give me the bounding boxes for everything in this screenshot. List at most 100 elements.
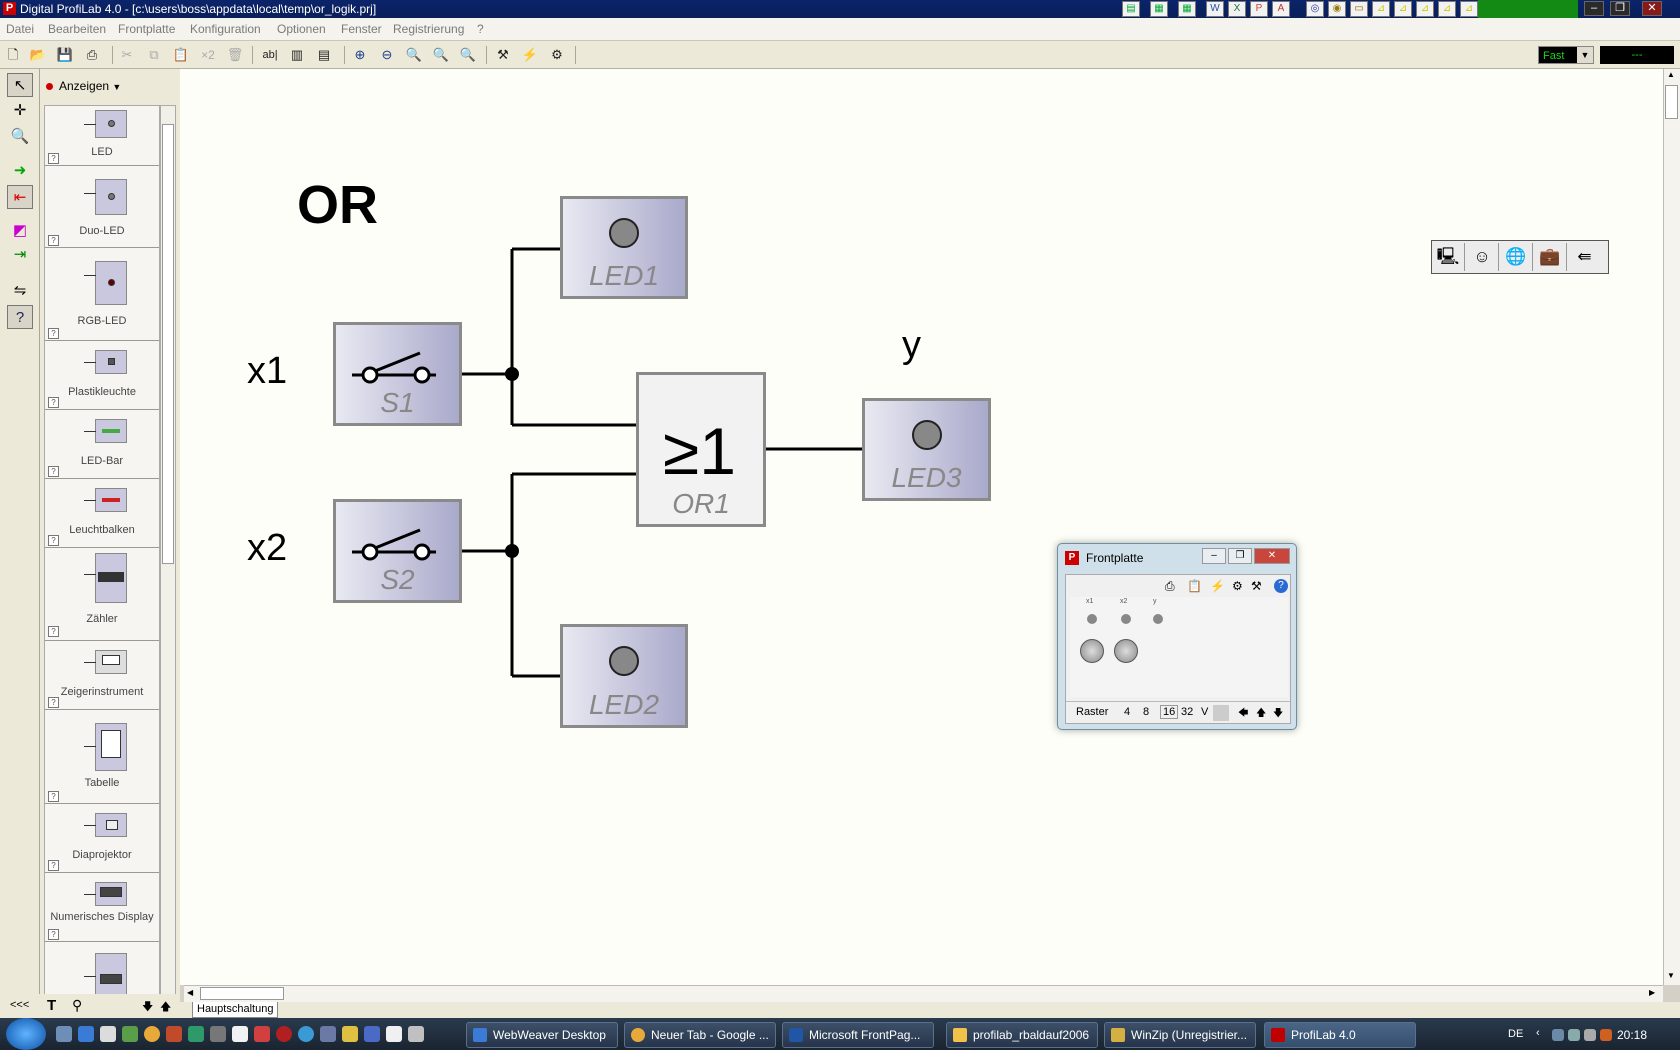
tray-folder-icon[interactable]: ⊿	[1416, 1, 1434, 17]
save-icon[interactable]: 💾	[56, 47, 74, 62]
duplicate-icon[interactable]: ×2	[201, 48, 215, 62]
arrow-up-icon[interactable]: 🡅	[1256, 708, 1267, 719]
scrollbar-thumb[interactable]	[200, 987, 284, 1000]
zoom-in-icon[interactable]: ⊕	[354, 47, 366, 62]
quicklaunch-icon[interactable]	[210, 1026, 226, 1042]
switch-s2-component[interactable]: S2	[333, 499, 462, 603]
monitor-icon[interactable]: 🖳	[1432, 243, 1465, 271]
briefcase-icon[interactable]: 💼	[1534, 243, 1567, 271]
grid-icon[interactable]: ▥	[290, 47, 304, 62]
taskbar-button-profilab[interactable]: ProfiLab 4.0	[1264, 1022, 1416, 1048]
palette-item-zaehler[interactable]: Zähler ?	[45, 549, 159, 641]
palette-item-plastikleuchte[interactable]: Plastikleuchte ?	[45, 342, 159, 410]
quicklaunch-icon[interactable]	[408, 1026, 424, 1042]
network-icon[interactable]	[1584, 1029, 1596, 1041]
menu-frontplatte[interactable]: Frontplatte	[118, 22, 176, 36]
minimize-button[interactable]: –	[1202, 548, 1226, 564]
arrow-left-icon[interactable]: 🡄	[1238, 708, 1249, 719]
raster-option-32[interactable]: 32	[1181, 706, 1194, 718]
raster-option-8[interactable]: 8	[1143, 706, 1150, 718]
tray-word-icon[interactable]: W	[1206, 1, 1224, 17]
zoom-out-icon[interactable]: ⊖	[381, 47, 393, 62]
zoom-previous-icon[interactable]: 🔍	[459, 47, 477, 62]
help-icon[interactable]: ?	[48, 929, 59, 940]
quicklaunch-icon[interactable]	[342, 1026, 358, 1042]
language-indicator[interactable]: DE	[1508, 1028, 1524, 1040]
taskbar-button-frontpage[interactable]: Microsoft FrontPag...	[782, 1022, 934, 1048]
tray-app-icon[interactable]: ▭	[1350, 1, 1368, 17]
quicklaunch-icon[interactable]	[386, 1026, 402, 1042]
run-simulation-icon[interactable]: ⚡	[521, 47, 539, 62]
taskbar-button-chrome[interactable]: Neuer Tab - Google ...	[624, 1022, 776, 1048]
tray-app-icon[interactable]: ▦	[1150, 1, 1168, 17]
panel-toggle-switch[interactable]	[1114, 639, 1138, 663]
tray-icon[interactable]	[1600, 1029, 1612, 1041]
zoom-tool-icon[interactable]: 🔍	[10, 128, 30, 145]
frontplatte-window[interactable]: P Frontplatte – ❐ ✕ ⎙ 📋 ⚡ ⚙ ⚒ ? x1 x2 y …	[1057, 543, 1297, 730]
vertical-scrollbar[interactable]: ▲ ▼	[1663, 69, 1680, 985]
arrow-right-icon[interactable]: ➜	[13, 162, 27, 179]
menu-datei[interactable]: Datei	[6, 22, 35, 36]
scrollbar-thumb[interactable]	[162, 124, 174, 564]
import-icon[interactable]: ⇥	[13, 246, 27, 263]
chevron-down-icon[interactable]: ▼	[1577, 47, 1593, 63]
tray-folder-icon[interactable]: ⊿	[1460, 1, 1478, 17]
wire-crosshair-icon[interactable]: ✛	[13, 102, 27, 119]
help-pointer-icon[interactable]: ?	[7, 305, 33, 329]
tray-folder-icon[interactable]: ⊿	[1394, 1, 1412, 17]
horizontal-scrollbar[interactable]: ◀ ▶	[184, 985, 1663, 1002]
menu-optionen[interactable]: Optionen	[277, 22, 326, 36]
text-tool-icon[interactable]: ab|	[262, 49, 278, 61]
restore-button[interactable]: ❐	[1610, 1, 1630, 16]
quicklaunch-icon[interactable]	[320, 1026, 336, 1042]
scroll-right-icon[interactable]: ▶	[1649, 988, 1656, 997]
quicklaunch-icon[interactable]	[232, 1026, 248, 1042]
sheet-tab-hauptschaltung[interactable]: Hauptschaltung	[192, 1002, 279, 1018]
help-icon[interactable]: ?	[48, 466, 59, 477]
tray-icon[interactable]	[1568, 1029, 1580, 1041]
or-gate-component[interactable]: ≥1 OR1	[636, 372, 766, 527]
tray-icon[interactable]	[1552, 1029, 1564, 1041]
tray-folder-icon[interactable]: ⊿	[1372, 1, 1390, 17]
start-button[interactable]	[6, 1018, 46, 1050]
settings-tools-icon[interactable]: ⚙	[1232, 579, 1243, 593]
palette-item-rgb-led[interactable]: RGB-LED ?	[45, 249, 159, 341]
page-icon[interactable]: ▤	[317, 47, 331, 62]
quicklaunch-icon[interactable]	[276, 1026, 292, 1042]
taskbar-button-webweaver[interactable]: WebWeaver Desktop	[466, 1022, 618, 1048]
quicklaunch-icon[interactable]	[166, 1026, 182, 1042]
print-icon[interactable]: ⎙	[1165, 579, 1175, 593]
chat-icon[interactable]: ☺	[1466, 243, 1499, 271]
palette-item-led-bar[interactable]: LED-Bar ?	[45, 411, 159, 479]
color-swatch[interactable]	[1213, 705, 1229, 721]
delete-icon[interactable]: 🗑	[226, 47, 244, 62]
arrow-down-icon[interactable]: 🡇	[1273, 708, 1284, 719]
paste-icon[interactable]: 📋	[172, 47, 190, 62]
help-icon[interactable]: ?	[1274, 579, 1288, 593]
settings-tools-icon[interactable]: ⚙	[551, 47, 563, 62]
help-icon[interactable]: ?	[48, 697, 59, 708]
palette-category-select[interactable]: Anzeigen ▼	[46, 79, 121, 93]
tray-app-icon[interactable]: ▤	[1122, 1, 1140, 17]
quicklaunch-icon[interactable]	[298, 1026, 314, 1042]
palette-item-zeigerinstrument[interactable]: Zeigerinstrument ?	[45, 642, 159, 710]
new-file-icon[interactable]: 🗋	[7, 47, 19, 62]
arrow-down-icon[interactable]: 🡇	[142, 1001, 154, 1013]
quicklaunch-icon[interactable]	[122, 1026, 138, 1042]
schematic-canvas[interactable]: OR x1 x2 y LED1 S1 S2 ≥1 OR1 LED3	[180, 69, 1663, 985]
cut-icon[interactable]: ✂	[121, 47, 133, 62]
binoculars-icon[interactable]: ⚲	[72, 997, 83, 1013]
help-icon[interactable]: ?	[48, 626, 59, 637]
help-icon[interactable]: ?	[48, 791, 59, 802]
palette-item-tabelle[interactable]: Tabelle ?	[45, 711, 159, 804]
zoom-fit-icon[interactable]: 🔍	[405, 47, 423, 62]
quicklaunch-icon[interactable]	[188, 1026, 204, 1042]
scroll-up-icon[interactable]: ▲	[1667, 70, 1675, 79]
menu-fenster[interactable]: Fenster	[341, 22, 382, 36]
clock[interactable]: 20:18	[1617, 1028, 1648, 1042]
help-icon[interactable]: ?	[48, 235, 59, 246]
restore-button[interactable]: ❐	[1228, 548, 1252, 564]
taskbar-button-folder[interactable]: profilab_rbaldauf2006	[946, 1022, 1098, 1048]
close-button[interactable]: ✕	[1254, 548, 1290, 564]
menu-bearbeiten[interactable]: Bearbeiten	[48, 22, 107, 36]
